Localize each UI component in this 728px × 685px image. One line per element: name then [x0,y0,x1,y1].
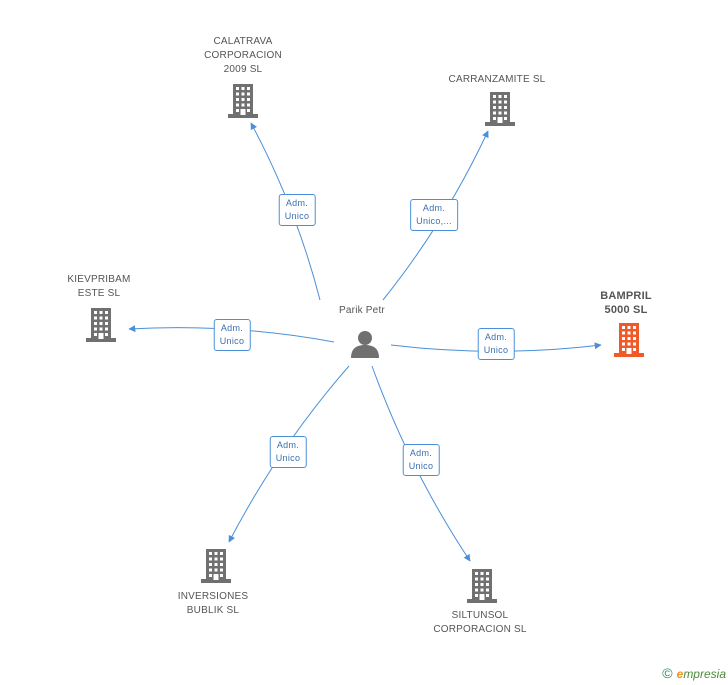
role-label-calatrava[interactable]: Adm. Unico [278,194,316,226]
company-label-line: CARRANZAMITE SL [448,74,546,85]
company-label-line: CORPORACION [204,50,282,61]
role-label-line: Unico [284,211,310,221]
brand-initial: e [676,667,684,681]
role-label-line: Adm. [422,203,446,213]
role-label-line: Unico,... [416,216,452,226]
company-label-line: BAMPRIL [600,290,652,302]
role-label-line: Adm. [409,448,433,458]
company-label-kievpribam[interactable]: KIEVPRIBAM ESTE SL [67,273,130,301]
building-icon[interactable] [226,83,260,124]
role-label-line: Adm. [484,332,508,342]
role-label-inversiones[interactable]: Adm. Unico [269,436,307,468]
copyright-icon: © [662,665,673,681]
role-label-line: Unico [219,336,245,346]
company-label-line: INVERSIONES [177,591,249,602]
role-label-line: Unico [275,453,301,463]
company-label-line: KIEVPRIBAM [67,274,131,285]
building-icon[interactable] [483,91,517,132]
role-label-siltunsol[interactable]: Adm. Unico [402,444,440,476]
building-icon[interactable] [465,568,499,609]
company-label-line: BUBLIK SL [186,605,240,616]
person-name: Parik Petr [339,305,385,316]
company-label-line: SILTUNSOL [451,610,509,621]
role-label-line: Unico [483,345,509,355]
company-label-carranzamite[interactable]: CARRANZAMITE SL [449,73,546,87]
role-label-line: Adm. [285,198,309,208]
company-label-line: 5000 SL [604,304,648,316]
building-icon[interactable] [612,322,646,363]
role-label-bampril[interactable]: Adm. Unico [477,328,515,360]
footer-brand: ©empresia [662,665,726,681]
role-label-kievpribam[interactable]: Adm. Unico [213,319,251,351]
role-label-carranzamite[interactable]: Adm. Unico,... [410,199,458,231]
person-icon[interactable] [350,329,380,364]
person-label[interactable]: Parik Petr [339,304,385,318]
company-label-line: ESTE SL [77,288,121,299]
company-label-siltunsol[interactable]: SILTUNSOL CORPORACION SL [433,609,526,637]
company-label-line: 2009 SL [223,64,263,75]
company-label-line: CORPORACION SL [433,624,527,635]
role-label-line: Adm. [276,440,300,450]
company-label-inversiones[interactable]: INVERSIONES BUBLIK SL [178,590,249,618]
company-label-calatrava[interactable]: CALATRAVA CORPORACION 2009 SL [204,35,282,77]
role-label-line: Adm. [220,323,244,333]
building-icon[interactable] [199,548,233,589]
building-icon[interactable] [84,307,118,348]
company-label-line: CALATRAVA [213,36,273,47]
role-label-line: Unico [408,461,434,471]
company-label-bampril[interactable]: BAMPRIL 5000 SL [600,289,652,317]
brand-name: mpresia [683,667,726,681]
